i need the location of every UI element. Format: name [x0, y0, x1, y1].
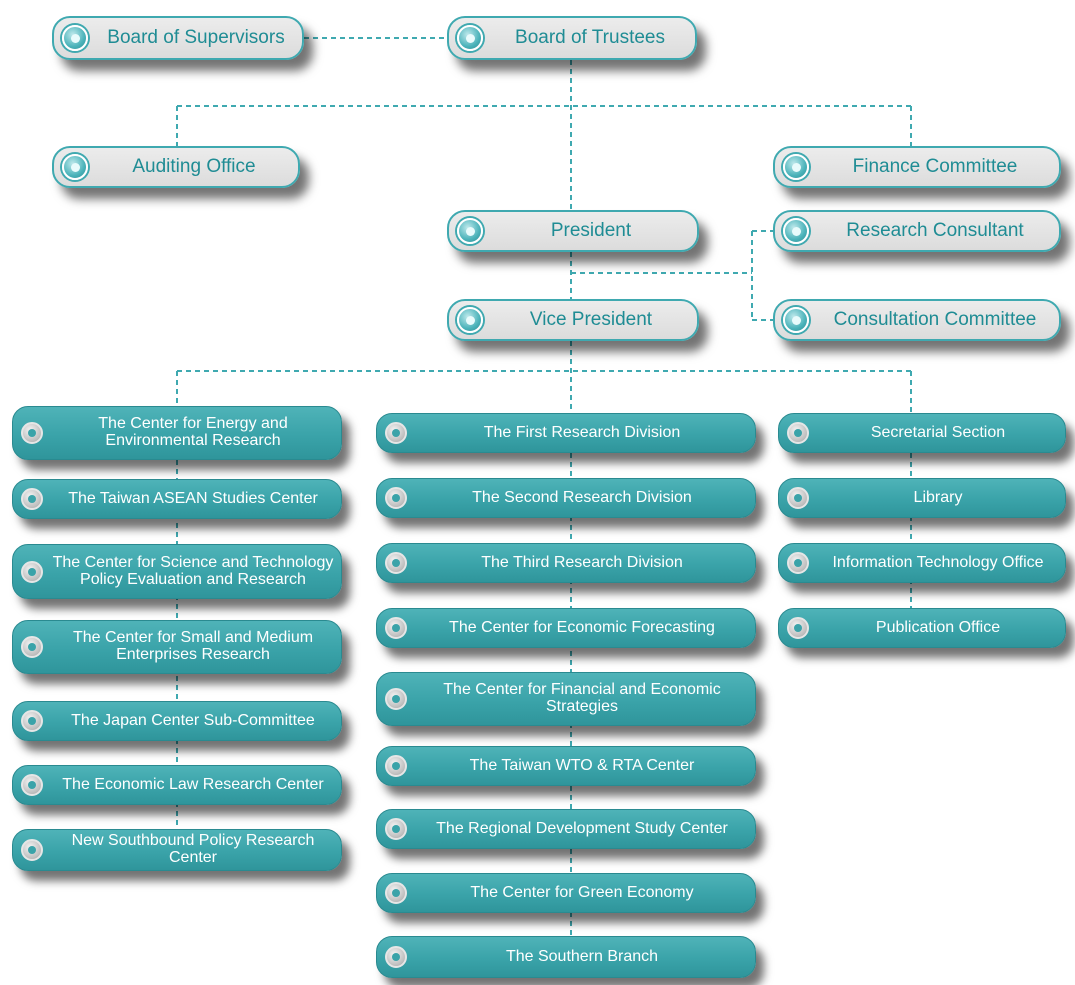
economic-law-center-box: The Economic Law Research Center — [12, 765, 342, 805]
bullet-icon — [385, 422, 407, 444]
bullet-icon — [21, 488, 43, 510]
finance-committee-label: Finance Committee — [852, 156, 1018, 178]
bullet-icon — [787, 487, 809, 509]
secretarial-section-label: Secretarial Section — [870, 423, 1006, 441]
first-research-division-box: The First Research Division — [376, 413, 756, 453]
bullet-icon — [385, 818, 407, 840]
secretarial-section-box: Secretarial Section — [778, 413, 1066, 453]
bullet-icon — [457, 218, 483, 244]
bullet-icon — [21, 636, 43, 658]
bullet-icon — [21, 774, 43, 796]
consultation-committee-label: Consultation Committee — [833, 309, 1037, 331]
board-of-supervisors-box: Board of Supervisors — [52, 16, 304, 60]
sme-research-center-box: The Center for Small and Medium Enterpri… — [12, 620, 342, 674]
auditing-office-box: Auditing Office — [52, 146, 300, 188]
library-box: Library — [778, 478, 1066, 518]
bullet-icon — [385, 617, 407, 639]
consultation-committee-box: Consultation Committee — [773, 299, 1061, 341]
bullet-icon — [783, 154, 809, 180]
bullet-icon — [385, 946, 407, 968]
regional-development-center-label: The Regional Development Study Center — [436, 819, 728, 837]
finance-committee-box: Finance Committee — [773, 146, 1061, 188]
southern-branch-label: The Southern Branch — [505, 947, 659, 965]
second-research-division-box: The Second Research Division — [376, 478, 756, 518]
auditing-office-label: Auditing Office — [132, 156, 256, 178]
board-of-trustees-box: Board of Trustees — [447, 16, 697, 60]
new-southbound-center-box: New Southbound Policy Research Center — [12, 829, 342, 871]
bullet-icon — [457, 25, 483, 51]
bullet-icon — [21, 560, 43, 583]
first-research-division-label: The First Research Division — [483, 423, 681, 441]
financial-economic-center-box: The Center for Financial and Economic St… — [376, 672, 756, 726]
bullet-icon — [62, 25, 88, 51]
japan-center-label: The Japan Center Sub-Committee — [71, 711, 315, 729]
vice-president-label: Vice President — [529, 309, 653, 331]
science-technology-center-label: The Center for Science and Technology Po… — [52, 553, 334, 588]
bullet-icon — [62, 154, 88, 180]
vice-president-box: Vice President — [447, 299, 699, 341]
it-office-box: Information Technology Office — [778, 543, 1066, 583]
bullet-icon — [783, 218, 809, 244]
financial-economic-center-label: The Center for Financial and Economic St… — [443, 681, 721, 715]
bullet-icon — [385, 688, 407, 710]
economic-forecasting-center-box: The Center for Economic Forecasting — [376, 608, 756, 648]
bullet-icon — [385, 882, 407, 904]
bullet-icon — [385, 487, 407, 509]
asean-studies-center-label: The Taiwan ASEAN Studies Center — [68, 489, 318, 507]
economic-law-center-label: The Economic Law Research Center — [62, 775, 324, 793]
it-office-label: Information Technology Office — [832, 553, 1044, 571]
second-research-division-label: The Second Research Division — [472, 488, 692, 506]
publication-office-box: Publication Office — [778, 608, 1066, 648]
wto-rta-center-box: The Taiwan WTO & RTA Center — [376, 746, 756, 786]
bullet-icon — [385, 755, 407, 777]
bullet-icon — [385, 552, 407, 574]
bullet-icon — [787, 552, 809, 574]
third-research-division-label: The Third Research Division — [481, 553, 683, 571]
energy-environmental-center-box: The Center for Energy and Environmental … — [12, 406, 342, 460]
bullet-icon — [21, 839, 43, 861]
research-consultant-box: Research Consultant — [773, 210, 1061, 252]
green-economy-center-box: The Center for Green Economy — [376, 873, 756, 913]
economic-forecasting-center-label: The Center for Economic Forecasting — [449, 618, 715, 636]
regional-development-center-box: The Regional Development Study Center — [376, 809, 756, 849]
japan-center-box: The Japan Center Sub-Committee — [12, 701, 342, 741]
bullet-icon — [787, 422, 809, 444]
energy-environmental-center-label: The Center for Energy and Environmental … — [98, 415, 288, 449]
bullet-icon — [21, 422, 43, 444]
wto-rta-center-label: The Taiwan WTO & RTA Center — [469, 756, 695, 774]
bullet-icon — [783, 307, 809, 333]
bullet-icon — [457, 307, 483, 333]
asean-studies-center-box: The Taiwan ASEAN Studies Center — [12, 479, 342, 519]
president-label: President — [550, 220, 632, 242]
green-economy-center-label: The Center for Green Economy — [470, 883, 694, 901]
science-technology-center-box: The Center for Science and Technology Po… — [12, 544, 342, 599]
board-of-supervisors-label: Board of Supervisors — [107, 27, 285, 49]
third-research-division-box: The Third Research Division — [376, 543, 756, 583]
sme-research-center-label: The Center for Small and Medium Enterpri… — [72, 629, 314, 663]
research-consultant-label: Research Consultant — [846, 220, 1024, 242]
president-box: President — [447, 210, 699, 252]
new-southbound-center-label: New Southbound Policy Research Center — [71, 832, 315, 866]
publication-office-label: Publication Office — [875, 618, 1001, 636]
library-label: Library — [913, 488, 963, 506]
board-of-trustees-label: Board of Trustees — [515, 27, 665, 49]
bullet-icon — [787, 617, 809, 639]
southern-branch-box: The Southern Branch — [376, 936, 756, 978]
bullet-icon — [21, 710, 43, 732]
